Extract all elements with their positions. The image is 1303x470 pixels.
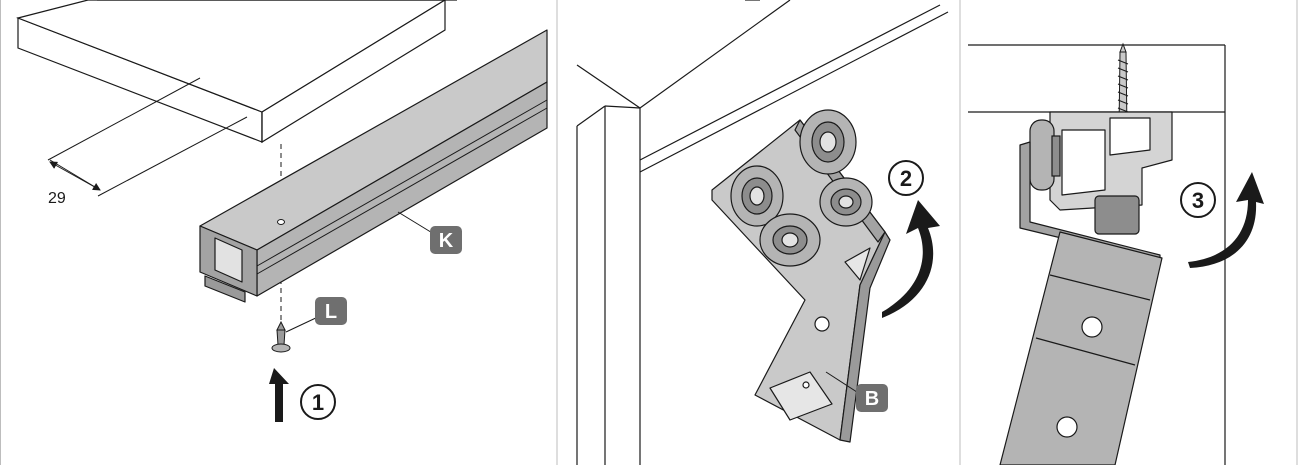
label-l: L	[325, 301, 337, 323]
label-k: K	[439, 230, 454, 252]
roller-bottom	[759, 213, 821, 267]
label-b: B	[865, 388, 879, 410]
leader-l	[285, 315, 321, 333]
screw	[271, 320, 291, 353]
roller-top	[799, 109, 857, 175]
step-3-badge: 3	[1180, 182, 1216, 218]
step-2-badge: 2	[888, 160, 924, 196]
label-k-badge: K	[430, 226, 462, 254]
roller-left	[730, 165, 784, 227]
dimension-29	[47, 77, 248, 197]
leader-k	[397, 211, 435, 235]
rotate-arrow-icon	[882, 200, 940, 318]
panel-1: 29 K L	[16, 0, 548, 422]
cabinet-top-board	[16, 0, 447, 144]
step-2-number: 2	[900, 166, 912, 191]
label-b-badge: B	[856, 384, 888, 412]
step-3-number: 3	[1192, 188, 1204, 213]
arrow-up-icon	[269, 368, 289, 422]
panel-2: 2 B	[576, 0, 949, 465]
step-1-number: 1	[312, 390, 324, 415]
rail-section	[1049, 111, 1173, 211]
rail-screw-hole	[277, 219, 285, 225]
step-1-badge: 1	[300, 384, 336, 420]
mount-bracket	[1019, 141, 1161, 263]
cabinet-corner	[576, 0, 949, 465]
rotate-arrow-icon-2	[1188, 172, 1264, 268]
roller-right	[819, 177, 873, 227]
door-plate	[999, 231, 1163, 466]
rail-profile	[199, 29, 548, 303]
dimension-value: 29	[48, 190, 66, 207]
leader-b	[825, 371, 861, 395]
rail-roller	[1029, 119, 1061, 191]
panel-3: 3	[968, 42, 1264, 466]
label-l-badge: L	[315, 297, 347, 325]
